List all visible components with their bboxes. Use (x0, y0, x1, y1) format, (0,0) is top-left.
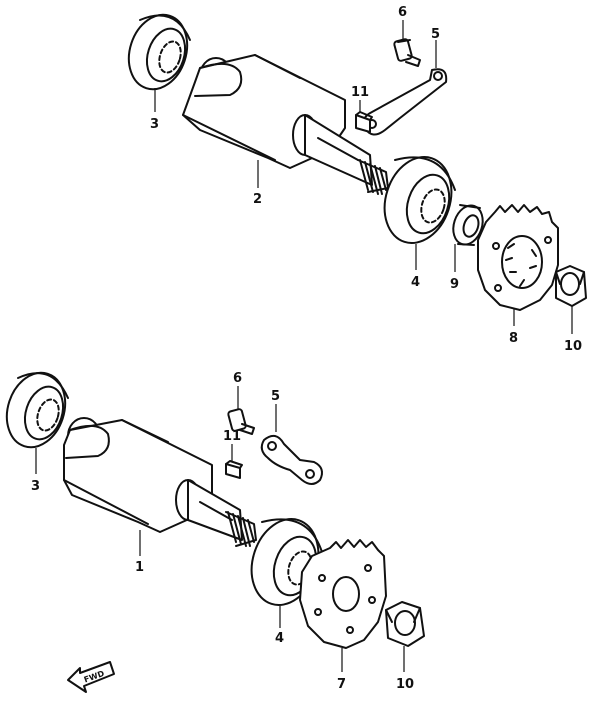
upper-label-4: 4 (411, 275, 420, 290)
lower-assembly: 6 5 11 3 1 4 7 10 (5, 371, 425, 692)
upper-lock-plate-part-5 (362, 68, 448, 136)
lower-shaft-body-part-1 (63, 417, 257, 547)
lower-key-part-11 (225, 460, 243, 479)
upper-nut-part-10 (555, 265, 587, 307)
lower-bearing-part-3 (5, 371, 69, 449)
lower-label-1: 1 (135, 560, 144, 575)
upper-assembly: 6 5 11 3 2 4 9 8 10 (127, 5, 587, 354)
upper-bearing-part-4 (383, 156, 456, 244)
lower-gear-part-7 (299, 539, 387, 649)
upper-label-6: 6 (398, 5, 407, 20)
forward-direction-arrow: FWD (67, 661, 115, 693)
upper-label-11: 11 (351, 85, 369, 100)
lower-thread (225, 511, 257, 547)
lower-label-4: 4 (275, 631, 284, 646)
upper-thread (357, 159, 389, 195)
upper-label-5: 5 (431, 27, 440, 42)
lower-label-11: 11 (223, 429, 241, 444)
upper-label-3: 3 (150, 117, 159, 132)
upper-label-2: 2 (253, 192, 262, 207)
upper-key-part-11 (355, 111, 373, 133)
lower-nut-part-10 (385, 601, 425, 647)
upper-shaft-body-part-2 (182, 54, 389, 195)
lower-bolt-part-6 (227, 408, 255, 435)
lower-leader-lines (35, 386, 405, 672)
lower-label-7: 7 (337, 677, 346, 692)
upper-leader-lines (154, 20, 573, 334)
upper-gear-part-8 (477, 204, 559, 311)
lower-label-10: 10 (396, 677, 414, 692)
upper-label-9: 9 (450, 277, 459, 292)
lower-label-5: 5 (271, 389, 280, 404)
upper-bearing-part-3 (127, 13, 191, 91)
upper-bolt-part-6 (393, 38, 421, 67)
upper-spacer-part-9 (452, 204, 484, 246)
lower-label-6: 6 (233, 371, 242, 386)
lower-lock-plate-part-5 (260, 434, 323, 485)
upper-label-8: 8 (509, 331, 518, 346)
upper-label-10: 10 (564, 339, 582, 354)
lower-label-3: 3 (31, 479, 40, 494)
